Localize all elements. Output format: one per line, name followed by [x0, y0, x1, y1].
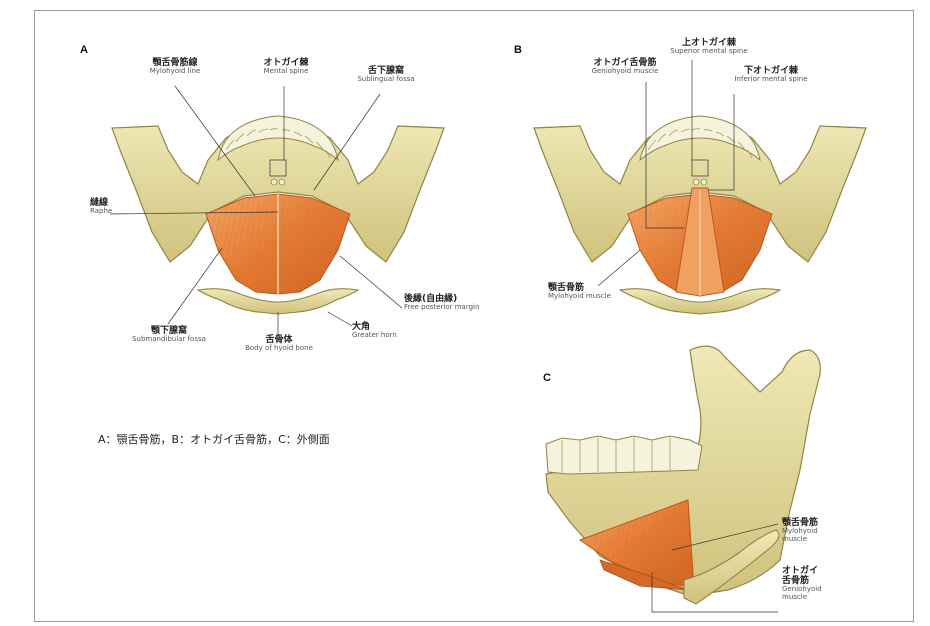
label-greater-horn: 大角 Greater horn	[352, 322, 397, 340]
panel-letter-a: A	[80, 44, 88, 56]
label-sublingual-fossa: 舌下腺窩 Sublingual fossa	[354, 66, 418, 84]
label-submandibular-fossa: 顎下腺窩 Submandibular fossa	[120, 326, 218, 344]
label-superior-mental-spine: 上オトガイ棘 Superior mental spine	[664, 38, 754, 56]
panel-letter-c: C	[543, 372, 551, 384]
label-mylohyoid-muscle-c: 顎舌骨筋 Mylohyoid muscle	[782, 518, 818, 544]
label-mylohyoid-muscle-b: 顎舌骨筋 Mylohyoid muscle	[548, 283, 611, 301]
label-raphe: 縫線 Raphe	[90, 198, 112, 216]
label-geniohyoid-b: オトガイ舌骨筋 Geniohyoid muscle	[584, 58, 666, 76]
label-mental-spine: オトガイ棘 Mental spine	[256, 58, 316, 76]
panel-b-drawing	[534, 60, 866, 314]
label-geniohyoid-c: オトガイ 舌骨筋 Geniohyoid muscle	[782, 566, 822, 602]
label-mylohyoid-line: 顎舌骨筋線 Mylohyoid line	[144, 58, 206, 76]
label-inferior-mental-spine: 下オトガイ棘 Inferior mental spine	[726, 66, 816, 84]
label-free-posterior-margin: 後縁(自由縁) Free posterior margin	[404, 294, 479, 312]
panel-letter-b: B	[514, 44, 522, 56]
panel-c-drawing	[546, 346, 820, 612]
teeth-c	[546, 436, 702, 474]
panel-a-drawing	[110, 86, 444, 334]
figure-caption: A：顎舌骨筋，B：オトガイ舌骨筋，C：外側面	[98, 431, 330, 447]
label-body-of-hyoid: 舌骨体 Body of hyoid bone	[244, 335, 314, 353]
